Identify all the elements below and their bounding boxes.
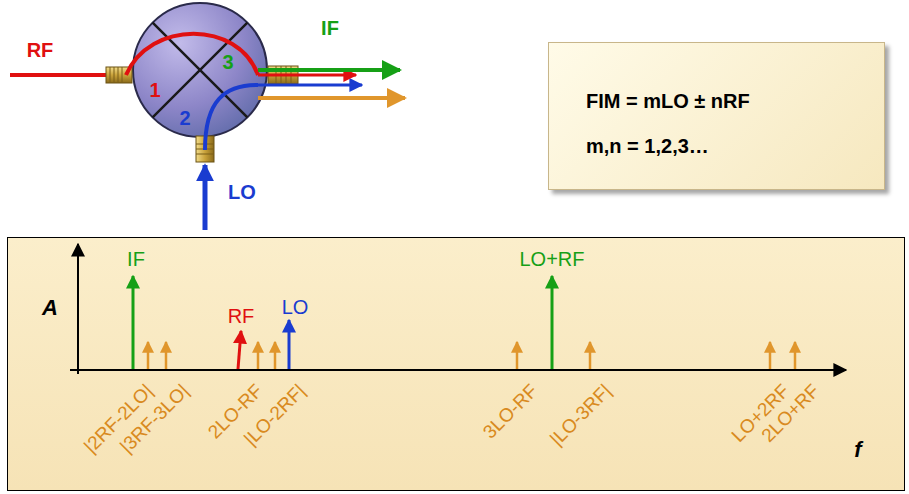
port-number: 3 [222,51,233,74]
if-connector [268,66,298,84]
port-name: LO [228,181,256,204]
lo-connector [196,136,214,162]
if-connector-thread [276,66,291,84]
mixer-circle [133,3,267,137]
formula-text: FIM = mLO ± nRF [586,90,750,113]
axis-label: A [42,295,58,320]
rf-connector [106,67,132,83]
port-number: 2 [179,107,190,130]
port-name: RF [27,39,54,62]
spectral-line-label: LO+RF [519,248,584,271]
lo-input-arrow [203,165,208,230]
spectral-line-label: IF [127,248,145,271]
spectrum-panel: Af [7,237,905,491]
mixer-outline [132,2,268,138]
axis-label: f [854,437,861,462]
rf-input-line [10,73,106,77]
formula-box: FIM = mLO ± nRF m,n = 1,2,3… [548,42,885,190]
port-name: IF [321,17,339,40]
if-output-arrow [258,68,400,72]
lo-leak-arrow [258,84,362,87]
lo-connector-thread [196,144,214,154]
mixer-body: 12 3 [132,2,268,138]
rf-leak-arrow [258,74,356,77]
port-number: 1 [149,79,160,102]
spectral-line-label: LO [282,296,309,319]
spectral-line-label: RF [228,305,255,328]
formula-text: m,n = 1,2,3… [586,135,709,158]
im-output-arrow [258,96,405,100]
rf-connector-thread [110,67,122,83]
mixer-divider [153,23,248,118]
